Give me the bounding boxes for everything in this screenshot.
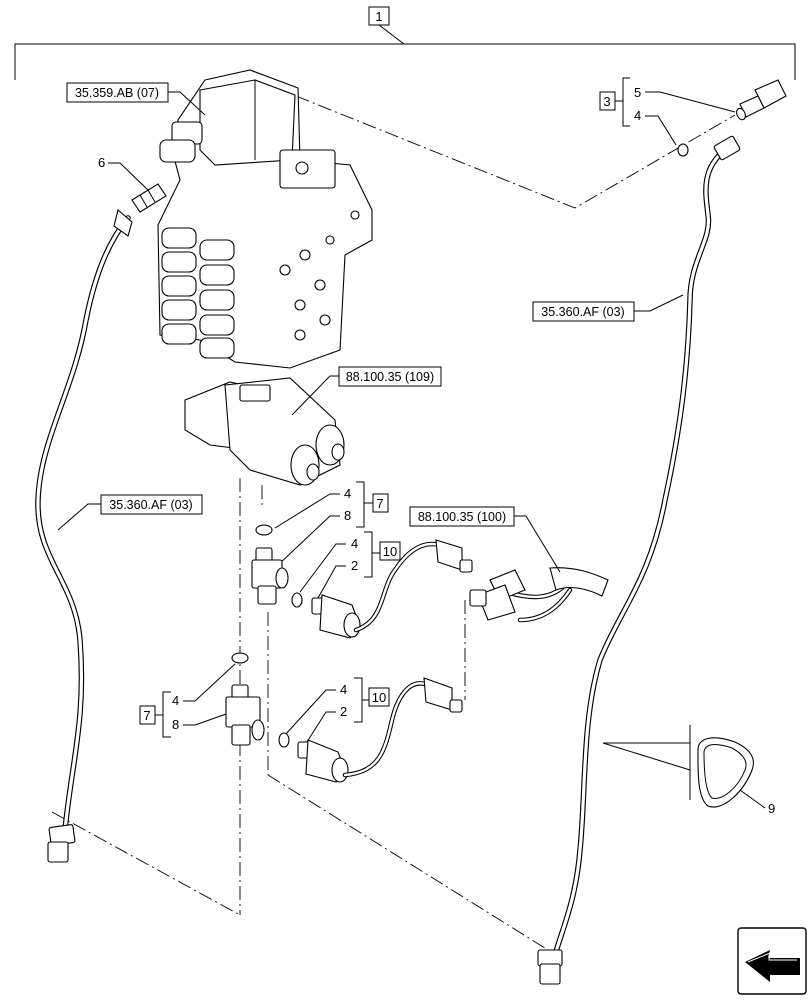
o-ring-10-upper [291,592,303,608]
o-ring-7-lower [231,652,249,664]
ref-control-valve: 35.359.AB (07) [66,82,206,116]
group-3: 3 5 4 [599,77,736,146]
group-7-lower-item-4: 4 [172,693,179,708]
pressure-sensor-top [677,79,787,157]
harness [469,567,609,623]
solenoid-block [184,377,345,486]
group-10-upper-box-label: 10 [383,544,397,559]
ref-solenoid-block-label: 88.100.35 (109) [346,370,434,384]
o-ring-7-upper [255,524,273,536]
group-7-upper-box-label: 7 [376,496,383,511]
cable-upper [353,539,473,633]
seal-ring-9: 9 [602,725,775,816]
hose-left [35,209,133,863]
control-valve-assembly [157,69,373,369]
ref-solenoid-block: 88.100.35 (109) [291,366,442,416]
cable-lower [342,677,463,778]
ref-hose-left-label: 35.360.AF (03) [109,498,192,512]
ref-hose-left: 35.360.AF (03) [57,494,203,531]
group-3-item-4: 4 [634,108,641,123]
assembly-callout-label: 1 [375,9,382,24]
ref-harness: 88.100.35 (100) [409,506,561,573]
ref-hose-right-label: 35.360.AF (03) [541,305,624,319]
ref-control-valve-label: 35.359.AB (07) [75,86,159,100]
assembly-guide-lines [51,95,736,951]
group-10-upper: 4 2 10 [299,531,401,599]
group-10-lower-box-label: 10 [372,690,386,705]
group-7-lower-box-label: 7 [143,708,150,723]
ref-harness-label: 88.100.35 (100) [418,510,506,524]
group-7-lower: 7 4 8 [139,663,236,738]
group-7-upper: 4 8 7 [274,481,389,566]
callout-6-label: 6 [98,155,105,170]
group-10-lower-item-2: 2 [340,704,347,719]
valve-ports [279,210,360,341]
pressure-sensor-upper [311,594,361,639]
o-ring-top [677,143,689,157]
group-10-upper-item-4: 4 [351,536,358,551]
group-3-box-label: 3 [603,94,610,109]
hose-right [537,135,741,985]
group-3-item-5: 5 [634,85,641,100]
arrow-next-page-icon[interactable] [737,927,807,995]
pressure-sensor-lower [278,732,349,783]
group-7-upper-item-8: 8 [344,508,351,523]
group-7-upper-item-4: 4 [344,486,351,501]
tee-fitting-lower [225,652,265,746]
tee-fitting-upper [251,524,303,608]
callout-9-label: 9 [768,801,775,816]
fitting-6: 6 [98,155,167,213]
group-10-lower: 4 2 10 [284,677,390,746]
group-7-lower-item-8: 8 [172,717,179,732]
group-10-lower-item-4: 4 [340,682,347,697]
group-10-upper-item-2: 2 [351,558,358,573]
ref-hose-right: 35.360.AF (03) [532,294,684,322]
valve-spool-caps [161,227,235,359]
assembly-bracket: 1 [14,6,796,80]
o-ring-10-lower [278,732,290,748]
